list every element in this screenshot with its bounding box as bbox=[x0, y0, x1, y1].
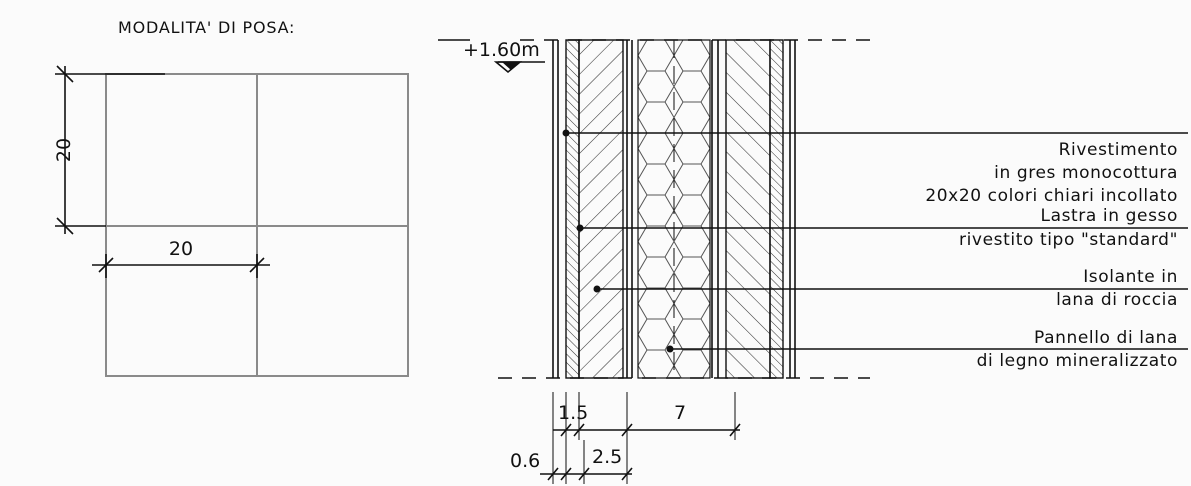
callout-1-line-3: 20x20 colori chiari incollato bbox=[925, 186, 1178, 206]
plasterboard-layer-right bbox=[725, 39, 771, 379]
elevation-marker: +1.60m bbox=[438, 39, 545, 74]
callout-1-line-2: in gres monocottura bbox=[994, 163, 1178, 183]
callout-rivestimento: Rivestimento in gres monocottura 20x20 c… bbox=[925, 140, 1178, 206]
tile-height-dimension: 20 bbox=[53, 65, 165, 235]
wall-section bbox=[552, 39, 796, 379]
dimension-1-5: 1.5 bbox=[558, 402, 588, 424]
callout-4-line-2: di legno mineralizzato bbox=[977, 351, 1178, 371]
page-title: MODALITA' DI POSA: bbox=[118, 18, 295, 37]
dimension-7: 7 bbox=[674, 402, 686, 424]
callout-2-line-2: rivestito tipo "standard" bbox=[959, 230, 1178, 250]
gres-tile-layer bbox=[565, 39, 580, 379]
callout-1-line-1: Rivestimento bbox=[1059, 140, 1178, 160]
callout-3-line-2: lana di roccia bbox=[1056, 290, 1178, 310]
callout-isolante: Isolante in lana di roccia bbox=[1056, 267, 1178, 310]
layer-dimensions: 1.5 7 0.6 2.5 bbox=[510, 392, 741, 484]
tile-grid bbox=[105, 73, 409, 377]
dimension-2-5: 2.5 bbox=[592, 446, 622, 468]
callout-lastra: Lastra in gesso rivestito tipo "standard… bbox=[959, 206, 1179, 250]
tile-width-label: 20 bbox=[169, 238, 193, 260]
callout-leaders bbox=[562, 129, 1188, 353]
callout-pannello: Pannello di lana di legno mineralizzato bbox=[977, 328, 1178, 371]
elevation-label: +1.60m bbox=[463, 39, 540, 61]
callout-4-line-1: Pannello di lana bbox=[1034, 328, 1178, 348]
tile-height-label: 20 bbox=[53, 138, 75, 162]
plasterboard-layer bbox=[578, 39, 624, 379]
gres-tile-layer-right bbox=[769, 39, 784, 379]
callout-2-line-1: Lastra in gesso bbox=[1041, 206, 1179, 226]
callout-3-line-1: Isolante in bbox=[1083, 267, 1178, 287]
dimension-0-6: 0.6 bbox=[510, 450, 540, 472]
tile-width-dimension: 20 bbox=[92, 238, 270, 278]
